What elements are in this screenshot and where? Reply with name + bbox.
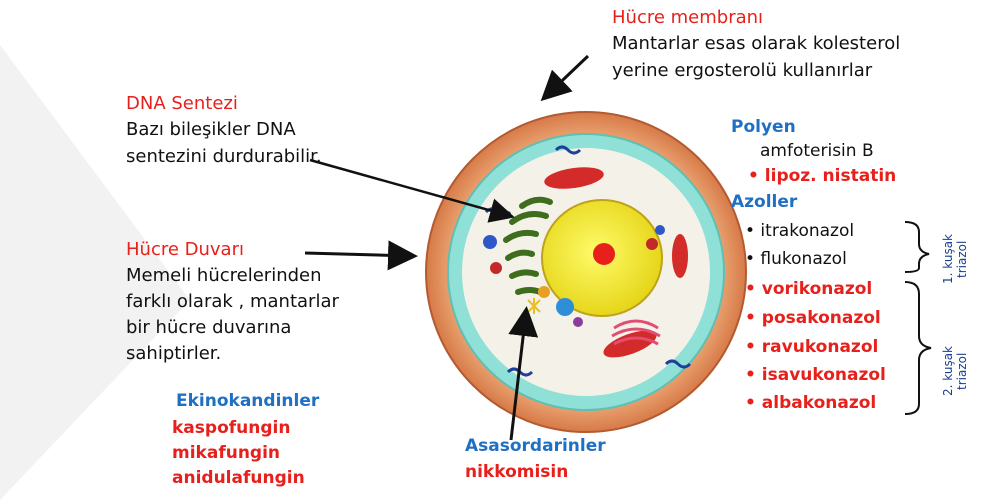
cell-vesicle xyxy=(538,286,550,298)
wall-line4: sahiptirler. xyxy=(126,344,221,365)
cell-vesicle xyxy=(646,238,658,250)
wall-line1: Memeli hücrelerinden xyxy=(126,266,322,287)
polyen-item: • lipoz. nistatin xyxy=(748,167,896,187)
cell-mitochondrion xyxy=(672,234,688,278)
echinocandins-title: Ekinokandinler xyxy=(176,392,319,412)
first-gen-label-b: triazol xyxy=(956,241,969,278)
cell-vesicle xyxy=(490,262,502,274)
cell-illustration xyxy=(426,112,746,432)
dna-line1: Bazı bileşikler DNA xyxy=(126,120,296,141)
echinocandin-item: anidulafungin xyxy=(172,469,305,489)
asasordarin-title: Asasordarinler xyxy=(465,437,606,457)
cell-nucleolus xyxy=(593,243,615,265)
azole-item: • vorikonazol xyxy=(745,280,872,300)
azole-item: • isavukonazol xyxy=(745,366,886,386)
azole-item: • itrakonazol xyxy=(745,222,854,242)
polyen-title: Polyen xyxy=(731,118,796,138)
second-gen-label-b: triazol xyxy=(956,353,969,390)
azole-item: • posakonazol xyxy=(745,309,881,329)
asasordarin-item: nikkomisin xyxy=(465,463,568,483)
cell-vesicle xyxy=(556,298,574,316)
arrow-wall xyxy=(305,253,412,256)
second-gen-label-a: 2. kuşak xyxy=(942,346,955,396)
azole-item: • albakonazol xyxy=(745,394,876,414)
polyen-item: amfoterisin B xyxy=(760,142,874,162)
wall-line2: farklı olarak , mantarlar xyxy=(126,292,339,313)
membrane-title: Hücre membranı xyxy=(612,8,763,29)
echinocandin-item: kaspofungin xyxy=(172,419,290,439)
cell-vesicle xyxy=(573,317,583,327)
azole-item: • flukonazol xyxy=(745,250,847,270)
azole-item: • ravukonazol xyxy=(745,338,878,358)
brace-second-gen xyxy=(905,282,931,414)
membrane-line1: Mantarlar esas olarak kolesterol xyxy=(612,34,900,55)
echinocandin-item: mikafungin xyxy=(172,444,280,464)
brace-first-gen xyxy=(905,222,929,272)
cell-vesicle xyxy=(483,235,497,249)
dna-title: DNA Sentezi xyxy=(126,94,238,115)
first-gen-label-a: 1. kuşak xyxy=(942,234,955,284)
arrow-membrane xyxy=(545,56,588,97)
wall-title: Hücre Duvarı xyxy=(126,240,244,261)
cell-vesicle xyxy=(655,225,665,235)
membrane-line2: yerine ergosterolü kullanırlar xyxy=(612,61,872,82)
azoller-title: Azoller xyxy=(731,193,797,213)
wall-line3: bir hücre duvarına xyxy=(126,318,291,339)
dna-line2: sentezini durdurabilir. xyxy=(126,147,322,168)
